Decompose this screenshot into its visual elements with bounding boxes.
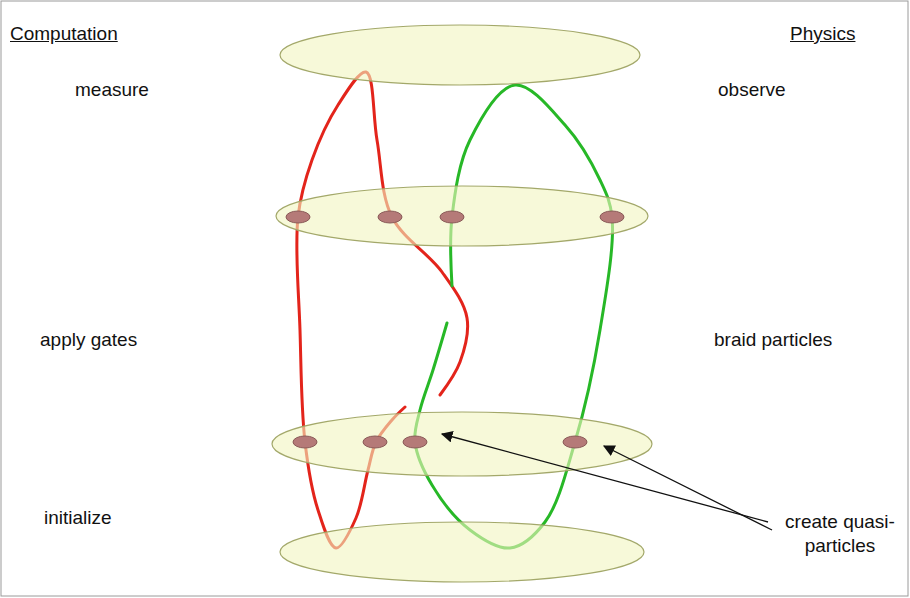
quasi-particle — [363, 436, 387, 448]
quasi-particle — [600, 211, 624, 223]
quasi-particle — [293, 436, 317, 448]
annotation: create quasi-particles — [776, 510, 904, 558]
world-lines — [297, 72, 613, 548]
quasi-particle — [563, 436, 587, 448]
step-label: initialize — [44, 506, 112, 530]
column-heading: Physics — [790, 22, 855, 46]
quasi-particles — [286, 211, 624, 448]
time-slices — [272, 25, 652, 582]
time-slice — [280, 25, 640, 85]
quasi-particle — [440, 211, 464, 223]
leader-arrow — [604, 446, 772, 530]
time-slice — [272, 412, 652, 476]
column-heading: Computation — [10, 22, 118, 46]
step-label: apply gates — [40, 328, 137, 352]
step-label: observe — [718, 78, 786, 102]
time-slice — [280, 522, 644, 582]
quasi-particle — [378, 211, 402, 223]
step-label: measure — [75, 78, 149, 102]
quasi-particle — [403, 436, 427, 448]
world-line — [415, 85, 613, 548]
leader-lines — [442, 434, 772, 530]
world-line — [297, 72, 468, 548]
time-slice — [276, 186, 648, 246]
step-label: braid particles — [714, 328, 832, 352]
quasi-particle — [286, 211, 310, 223]
